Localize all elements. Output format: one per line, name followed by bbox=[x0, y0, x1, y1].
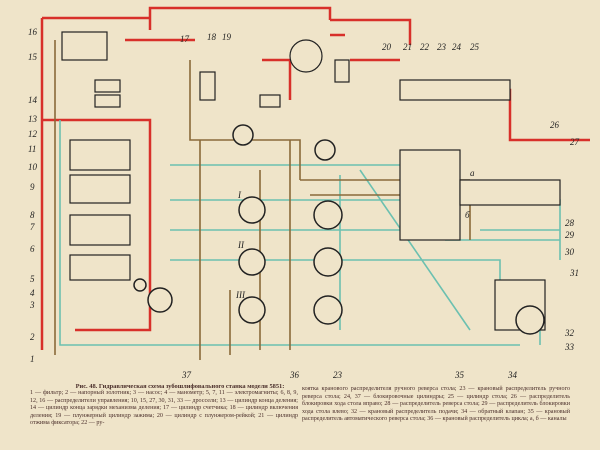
label-4: 4 bbox=[30, 288, 35, 298]
label-5: 5 bbox=[30, 274, 35, 284]
label-28: 28 bbox=[565, 218, 575, 228]
label-37: 37 bbox=[181, 370, 192, 380]
label-11: 11 bbox=[28, 144, 36, 154]
labels-roman: I II III а б bbox=[235, 168, 475, 300]
label-6: 6 bbox=[30, 244, 35, 254]
label-channel-b: б bbox=[465, 210, 470, 220]
label-14: 14 bbox=[28, 95, 38, 105]
label-roman-3: III bbox=[235, 290, 246, 300]
label-7: 7 bbox=[30, 222, 35, 232]
label-22: 22 bbox=[420, 42, 430, 52]
label-32: 32 bbox=[564, 328, 575, 338]
label-30: 30 bbox=[564, 247, 575, 257]
label-1: 1 bbox=[30, 354, 35, 364]
label-2: 2 bbox=[30, 332, 35, 342]
label-13: 13 bbox=[28, 114, 38, 124]
label-12: 12 bbox=[28, 129, 38, 139]
label-25: 25 bbox=[470, 42, 480, 52]
label-15: 15 bbox=[28, 52, 38, 62]
label-9: 9 bbox=[30, 182, 35, 192]
labels-bottom: 37 36 23 35 34 bbox=[181, 370, 518, 380]
label-36: 36 bbox=[289, 370, 300, 380]
label-35: 35 bbox=[454, 370, 465, 380]
labels-right: 26 27 28 29 30 31 32 33 bbox=[550, 120, 580, 352]
rotary-valves bbox=[133, 124, 545, 335]
label-24: 24 bbox=[452, 42, 462, 52]
hydraulic-schematic: 16 15 14 13 12 11 10 9 8 7 6 5 4 3 2 1 1… bbox=[28, 6, 590, 380]
label-23-bottom: 23 bbox=[333, 370, 343, 380]
figure-caption-left: 1 — фильтр; 2 — напорный золотник; 3 — н… bbox=[30, 390, 298, 427]
labels-left: 16 15 14 13 12 11 10 9 8 7 6 5 4 3 2 1 bbox=[28, 27, 38, 364]
label-21: 21 bbox=[403, 42, 412, 52]
labels-top: 17 18 19 20 21 22 23 24 25 bbox=[180, 32, 480, 52]
label-31: 31 bbox=[569, 268, 579, 278]
label-10: 10 bbox=[28, 162, 38, 172]
label-23: 23 bbox=[437, 42, 447, 52]
label-channel-a: а bbox=[470, 168, 475, 178]
label-16: 16 bbox=[28, 27, 38, 37]
label-19: 19 bbox=[222, 32, 232, 42]
label-20: 20 bbox=[382, 42, 392, 52]
label-17: 17 bbox=[180, 34, 190, 44]
label-roman-2: II bbox=[237, 240, 245, 250]
figure-caption-right: коятка кранового распределителя ручного … bbox=[302, 386, 570, 423]
label-34: 34 bbox=[507, 370, 518, 380]
label-26: 26 bbox=[550, 120, 560, 130]
label-29: 29 bbox=[565, 230, 575, 240]
label-33: 33 bbox=[564, 342, 575, 352]
figure-caption-title: Рис. 48. Гидравлическая схема зубошлифов… bbox=[75, 383, 285, 390]
label-8: 8 bbox=[30, 210, 35, 220]
label-roman-1: I bbox=[237, 190, 242, 200]
drain-lines bbox=[59, 120, 561, 346]
label-27: 27 bbox=[570, 137, 580, 147]
label-3: 3 bbox=[29, 300, 35, 310]
label-18: 18 bbox=[207, 32, 217, 42]
